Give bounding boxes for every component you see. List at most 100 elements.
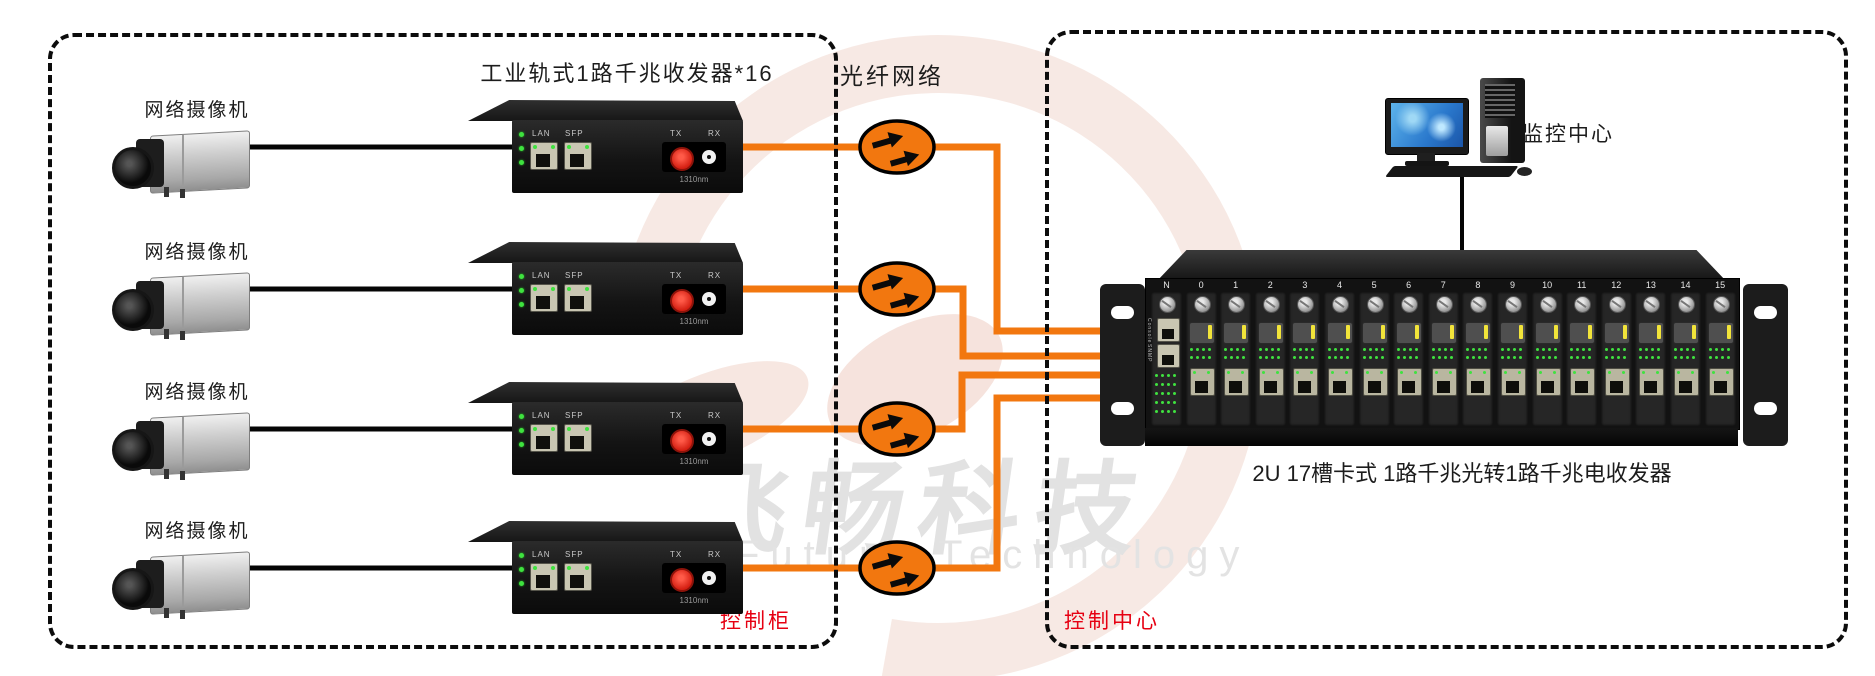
converter-card bbox=[1600, 292, 1632, 426]
card-rj45-port bbox=[1708, 368, 1734, 396]
sfp-cage bbox=[1327, 322, 1353, 344]
port-led bbox=[551, 566, 555, 570]
retaining-screw bbox=[1712, 296, 1730, 313]
camera-foot bbox=[164, 608, 169, 618]
camera-body bbox=[150, 130, 250, 194]
sfp-cage bbox=[1638, 322, 1665, 344]
sfp-copper-port bbox=[564, 424, 592, 452]
fiber-node-icon bbox=[857, 260, 937, 318]
lan-port bbox=[530, 142, 558, 170]
slot-number-label: 8 bbox=[1475, 280, 1481, 290]
network-camera bbox=[112, 405, 252, 493]
control-center-zone bbox=[1045, 30, 1848, 649]
converter-card bbox=[1704, 292, 1736, 426]
control-cabinet-label: 控制柜 bbox=[720, 610, 792, 633]
tx-label: TX bbox=[670, 550, 683, 559]
fiber-tx-connector bbox=[670, 289, 694, 313]
retaining-screw bbox=[1574, 296, 1592, 313]
slot-number-label: 10 bbox=[1542, 280, 1553, 290]
port-led bbox=[585, 287, 589, 291]
card-led-grid bbox=[1328, 348, 1352, 362]
rj45-opening bbox=[536, 296, 550, 309]
card-rj45-port bbox=[1397, 368, 1423, 396]
sfp-cage bbox=[1569, 322, 1596, 344]
card-rj45-port bbox=[1328, 368, 1353, 396]
retaining-screw bbox=[1435, 296, 1453, 313]
camera-body-seam bbox=[182, 134, 184, 188]
sfp-cage bbox=[1534, 322, 1561, 344]
card-rj45-port bbox=[1224, 368, 1250, 396]
port-led bbox=[533, 427, 537, 431]
slot-number-label: 4 bbox=[1336, 280, 1342, 290]
tx-label: TX bbox=[670, 411, 683, 420]
status-led bbox=[519, 288, 524, 293]
port-led bbox=[551, 145, 555, 149]
camera-lens bbox=[112, 568, 154, 610]
lan-port bbox=[530, 563, 558, 591]
card-rj45-port bbox=[1431, 368, 1457, 396]
chassis-bottom bbox=[1145, 428, 1738, 446]
camera-label: 网络摄像机 bbox=[144, 382, 250, 403]
card-led-grid bbox=[1639, 348, 1663, 362]
card-rj45-port bbox=[1570, 368, 1596, 396]
fiber-rx-connector bbox=[702, 292, 716, 306]
status-led bbox=[519, 581, 524, 586]
card-rj45-port bbox=[1258, 368, 1284, 396]
rj45-opening bbox=[536, 436, 550, 449]
retaining-screw bbox=[1470, 296, 1488, 313]
management-rj45-port bbox=[1157, 344, 1180, 368]
management-led-matrix bbox=[1155, 374, 1179, 422]
card-rj45-port bbox=[1362, 368, 1388, 396]
rj45-opening bbox=[570, 296, 584, 309]
fiber-rx-connector bbox=[702, 150, 716, 164]
camera-lens bbox=[112, 147, 154, 189]
sfp-cage bbox=[1188, 322, 1215, 344]
slot-number-label: 15 bbox=[1715, 280, 1726, 290]
fiber-tx-connector bbox=[670, 429, 694, 453]
port-led bbox=[567, 566, 571, 570]
slot-number-label: 1 bbox=[1233, 280, 1239, 290]
card-rj45-port bbox=[1639, 368, 1665, 396]
sfp-cage bbox=[1707, 322, 1734, 344]
camera-lens bbox=[112, 429, 154, 471]
fiber-tx-connector bbox=[670, 147, 694, 171]
fiber-port-panel bbox=[662, 284, 726, 314]
card-rj45-port bbox=[1604, 368, 1630, 396]
camera-body-seam bbox=[182, 555, 184, 609]
rx-label: RX bbox=[708, 129, 722, 138]
status-led bbox=[519, 146, 524, 151]
card-led-grid bbox=[1431, 348, 1456, 362]
converter-card bbox=[1670, 292, 1701, 426]
retaining-screw bbox=[1366, 296, 1384, 313]
card-led-grid bbox=[1535, 348, 1560, 362]
card-led-grid bbox=[1674, 348, 1698, 362]
sfp-cage bbox=[1361, 322, 1388, 344]
monitor-stand bbox=[1417, 153, 1435, 161]
card-led-grid bbox=[1708, 348, 1733, 362]
status-led bbox=[519, 160, 524, 165]
management-rj45-port bbox=[1157, 318, 1180, 342]
camera-label: 网络摄像机 bbox=[144, 521, 250, 542]
camera-foot bbox=[180, 471, 185, 480]
monitoring-center-label: 监控中心 bbox=[1522, 123, 1614, 146]
fiber-port-panel bbox=[662, 142, 726, 172]
fiber-rx-connector bbox=[702, 571, 716, 585]
port-led bbox=[533, 145, 537, 149]
camera-body-seam bbox=[182, 276, 184, 330]
sfp-port-label: SFP bbox=[565, 271, 584, 280]
converter-card bbox=[1220, 292, 1252, 426]
card-led-grid bbox=[1293, 348, 1317, 362]
fiber-tx-connector bbox=[670, 568, 694, 592]
slot-number-label: 3 bbox=[1302, 280, 1308, 290]
sfp-copper-port bbox=[564, 284, 592, 312]
fiber-node-icon bbox=[857, 539, 937, 597]
slot-number-label: 5 bbox=[1371, 280, 1377, 290]
wavelength-label: 1310nm bbox=[679, 596, 709, 605]
